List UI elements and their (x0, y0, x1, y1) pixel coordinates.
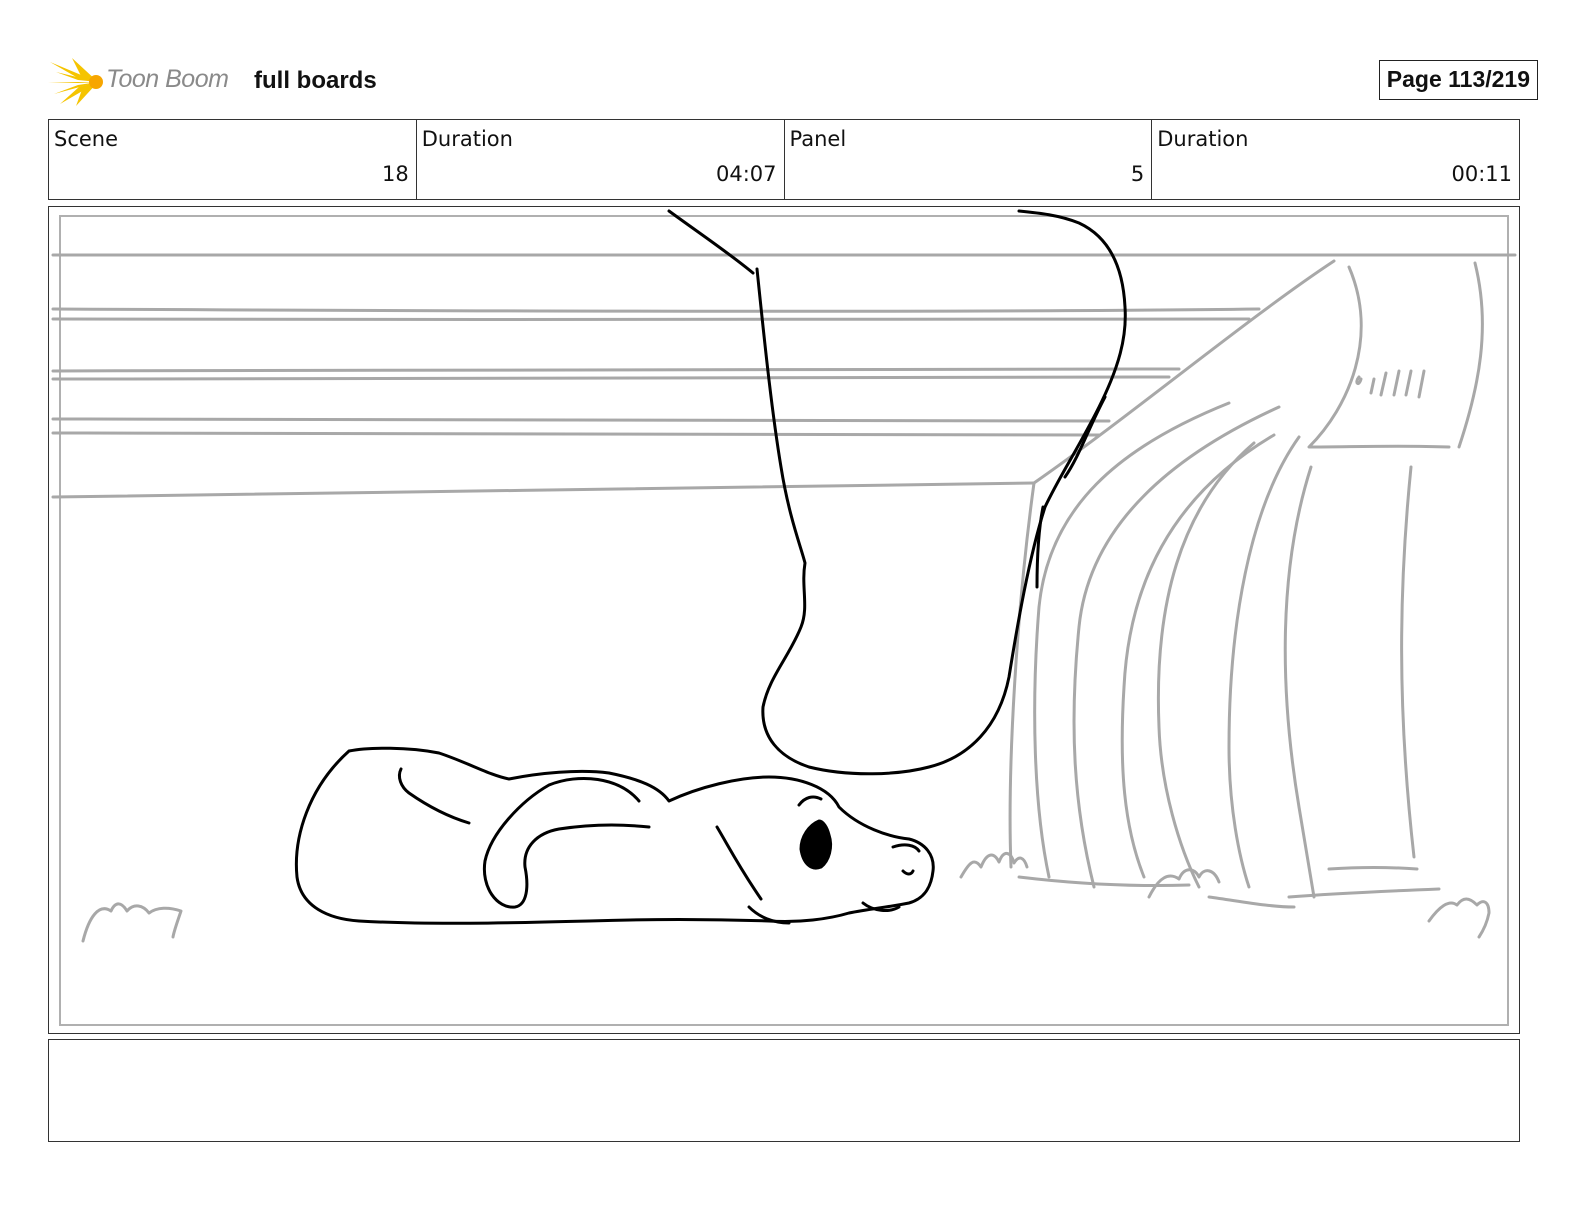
panel-notes (48, 1039, 1520, 1142)
project-title: full boards (254, 67, 377, 94)
character-sketch (294, 209, 1127, 925)
storyboard-panel (48, 206, 1520, 1034)
scene-info-table: Scene 18 Duration 04:07 Panel 5 Duration… (48, 119, 1520, 200)
scene-duration-label: Duration (421, 127, 513, 151)
scene-cell: Scene 18 (49, 120, 417, 199)
page-number: Page 113/219 (1378, 60, 1538, 100)
sunburst-icon (48, 58, 103, 106)
panel-duration-label: Duration (1157, 127, 1249, 151)
panel-cell: Panel 5 (785, 120, 1153, 199)
header: Toon Boom full boards Page 113/219 (48, 52, 1538, 112)
panel-duration-value: 00:11 (1451, 162, 1512, 186)
panel-sketch (51, 209, 1517, 943)
scene-label: Scene (54, 127, 119, 151)
logo-text: Toon Boom (106, 65, 229, 93)
panel-duration-cell: Duration 00:11 (1152, 120, 1519, 199)
panel-label: Panel (789, 127, 847, 151)
panel-value: 5 (1130, 162, 1145, 186)
background-sketch (51, 251, 1517, 943)
scene-value: 18 (382, 162, 409, 186)
safe-frame (59, 215, 1509, 1026)
scene-duration-cell: Duration 04:07 (417, 120, 785, 199)
scene-duration-value: 04:07 (715, 162, 777, 186)
toon-boom-logo: Toon Boom (48, 52, 248, 112)
